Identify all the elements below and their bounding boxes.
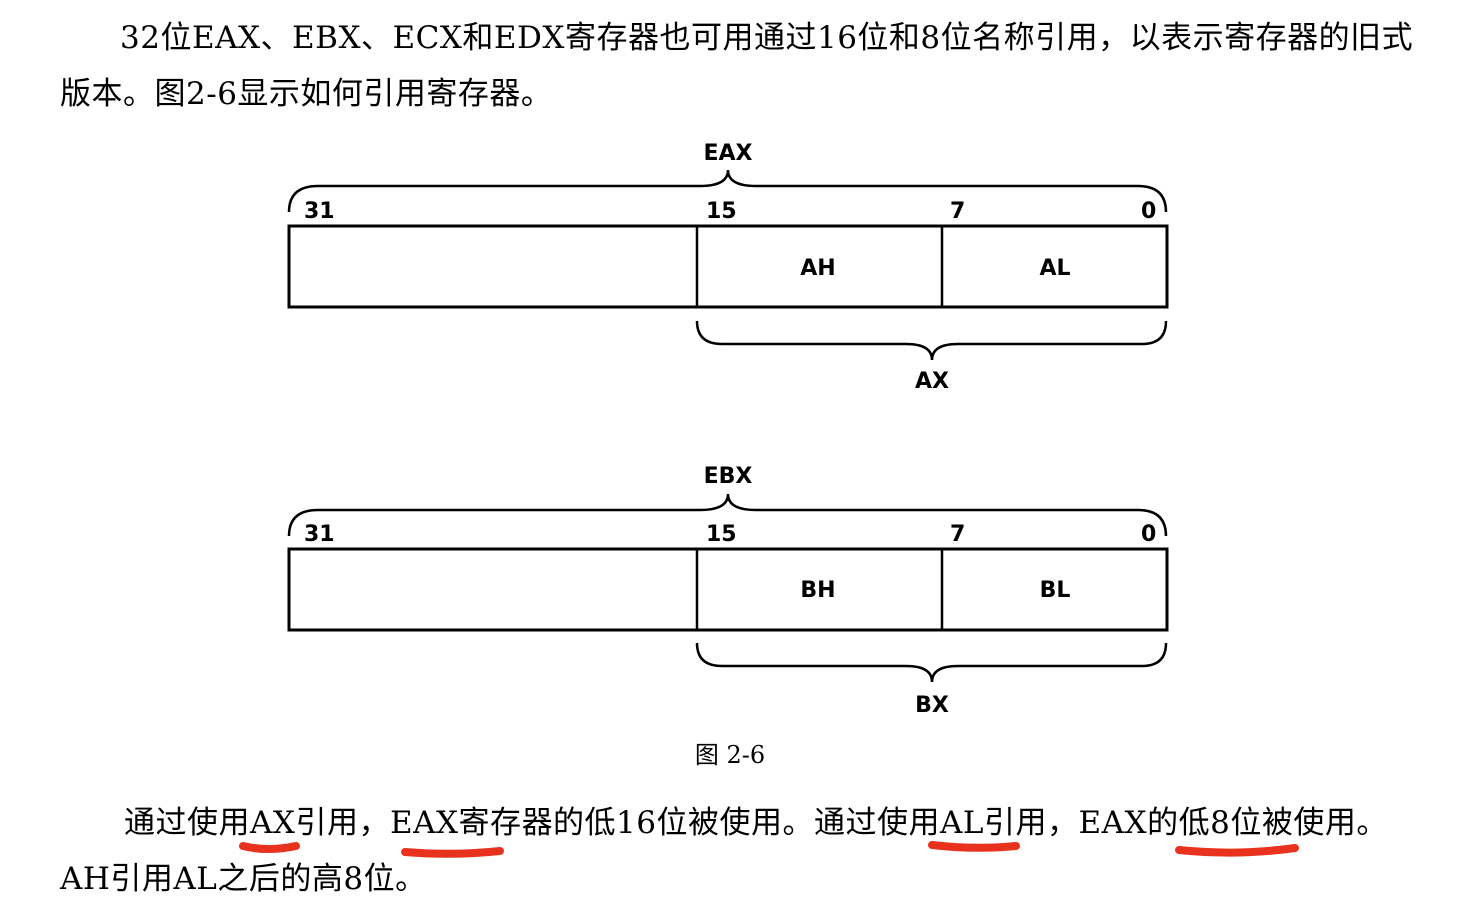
bx-label: BX <box>915 693 949 718</box>
underline-mark-ax <box>239 842 300 853</box>
ax-label: AX <box>915 369 949 394</box>
outro-line-1: 通过使用AX引用，EAX寄存器的低16位被使用。通过使用AL引用，EAX的低8位… <box>60 795 1388 851</box>
bh-label: BH <box>800 578 835 603</box>
highlight-al: 用AL <box>908 805 984 841</box>
bx-bottom-brace <box>695 642 1168 683</box>
intro-line-1: 32位EAX、EBX、ECX和EDX寄存器也可用通过16位和8位名称引用，以表示… <box>120 20 1414 56</box>
ebx-bit-7: 7 <box>950 522 965 547</box>
eax-bit-15: 15 <box>706 199 737 224</box>
ebx-register-box <box>287 547 1169 632</box>
bl-label: BL <box>1040 578 1071 603</box>
eax-label: EAX <box>703 141 752 166</box>
outro-text-5: 被使用。 <box>1261 805 1388 841</box>
outro-paragraph: 通过使用AX引用，EAX寄存器的低16位被使用。通过使用AL引用，EAX的低8位… <box>60 795 1388 907</box>
outro-text-3: 器的低16位被使用。通过使 <box>521 805 909 841</box>
eax-register-group: EAX 31 15 7 0 AH AL AX <box>287 141 1169 394</box>
eax-top-brace <box>287 169 1168 213</box>
intro-line-2: 版本。图2-6显示如何引用寄存器。 <box>60 76 553 112</box>
ax-bottom-brace <box>695 320 1168 361</box>
ebx-bit-31: 31 <box>304 522 335 547</box>
eax-bit-31: 31 <box>304 199 335 224</box>
eax-bit-7: 7 <box>950 199 965 224</box>
ebx-bit-0: 0 <box>1141 522 1156 547</box>
ebx-top-brace <box>287 493 1168 537</box>
ebx-label: EBX <box>704 464 753 489</box>
intro-paragraph: 32位EAX、EBX、ECX和EDX寄存器也可用通过16位和8位名称引用，以表示… <box>60 10 1413 122</box>
highlight-low-8-bits: 的低8位 <box>1147 805 1262 841</box>
ah-label: AH <box>800 256 835 281</box>
outro-text-4: 引用，EAX <box>984 805 1148 841</box>
underline-mark-al <box>928 841 1020 852</box>
figure-caption: 图 2-6 <box>695 741 765 769</box>
highlight-ax: AX <box>250 805 296 841</box>
highlight-eax-register: EAX寄存 <box>389 805 522 841</box>
ebx-bit-15: 15 <box>706 522 737 547</box>
outro-line-2: AH引用AL之后的高8位。 <box>60 861 427 897</box>
outro-text-2: 引用， <box>295 805 390 841</box>
ebx-register-group: EBX 31 15 7 0 BH BL BX <box>287 464 1169 718</box>
underline-mark-low-8-bits <box>1175 844 1299 857</box>
eax-register-box <box>287 224 1169 309</box>
underline-mark-eax-register <box>401 847 504 858</box>
outro-text-1: 通过使用 <box>124 805 250 841</box>
al-label: AL <box>1039 256 1070 281</box>
eax-bit-0: 0 <box>1141 199 1156 224</box>
